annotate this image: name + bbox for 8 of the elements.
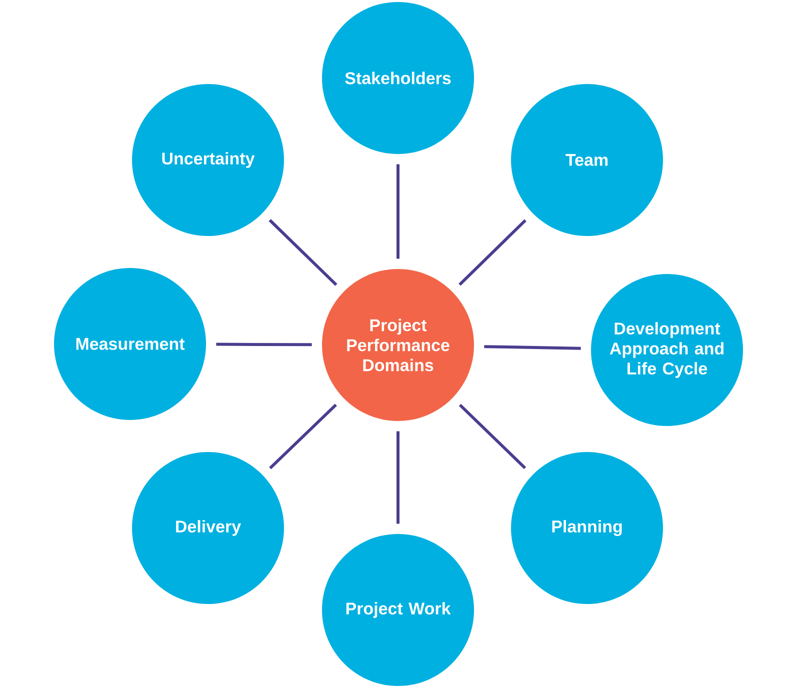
connector-line (216, 342, 312, 346)
connector-line (268, 219, 338, 286)
connector-line (458, 404, 526, 470)
connector-line (484, 345, 581, 350)
connector-line (458, 219, 526, 286)
connector-line (396, 164, 400, 259)
connector-line (396, 431, 400, 524)
connector-line (269, 404, 337, 470)
